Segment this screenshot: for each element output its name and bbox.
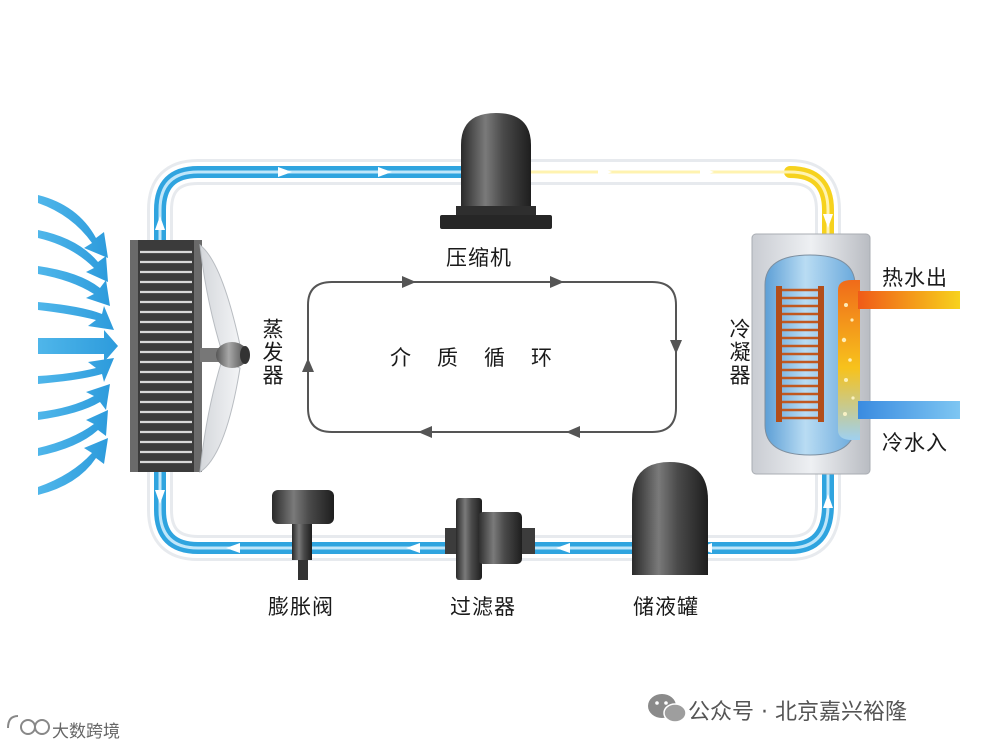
evaporator-label: 蒸发器 [260, 318, 284, 387]
arrow-icon [155, 216, 165, 230]
arrow-icon [226, 543, 240, 553]
cold-water-pipe [858, 401, 960, 419]
arrow-icon [418, 426, 432, 438]
fan-icon [199, 243, 250, 473]
arrow-icon [406, 543, 420, 553]
filter-label: 过滤器 [450, 595, 516, 619]
receiver [632, 462, 708, 575]
arrow-icon [402, 276, 416, 288]
corner-logo-icon [7, 715, 50, 735]
cold-water-in-label: 冷水入 [882, 431, 948, 455]
hot-water-out-label: 热水出 [882, 266, 948, 290]
cycle-label: 介质循环 [390, 346, 578, 370]
arrow-icon [566, 426, 580, 438]
compressor-label: 压缩机 [446, 246, 512, 270]
corner-watermark: 大数跨境 [52, 722, 120, 742]
arrow-icon [278, 167, 292, 177]
arrow-icon [823, 494, 833, 508]
arrow-icon [700, 167, 714, 177]
wechat-watermark: 公众号 · 北京嘉兴裕隆 [688, 700, 907, 725]
cycle-loop [307, 281, 677, 433]
wechat-icon [648, 694, 687, 723]
condenser [751, 233, 960, 475]
arrow-icon [823, 214, 833, 228]
receiver-label: 储液罐 [633, 595, 699, 619]
hot-water-pipe [858, 291, 960, 309]
flow-arrows [155, 167, 833, 553]
arrow-icon [302, 358, 314, 372]
compressor [440, 113, 552, 229]
expansion-valve-label: 膨胀阀 [268, 595, 334, 619]
arrow-icon [155, 490, 165, 504]
condenser-label: 冷凝器 [727, 318, 751, 387]
filter [445, 498, 535, 580]
arrow-icon [670, 340, 682, 354]
arrow-icon [556, 543, 570, 553]
airflow-arrows [38, 195, 118, 495]
arrow-icon [550, 276, 564, 288]
cycle-arrows [302, 276, 682, 438]
expansion-valve [272, 490, 334, 580]
evaporator [130, 240, 202, 472]
arrow-icon [378, 167, 392, 177]
arrow-icon [598, 167, 612, 177]
